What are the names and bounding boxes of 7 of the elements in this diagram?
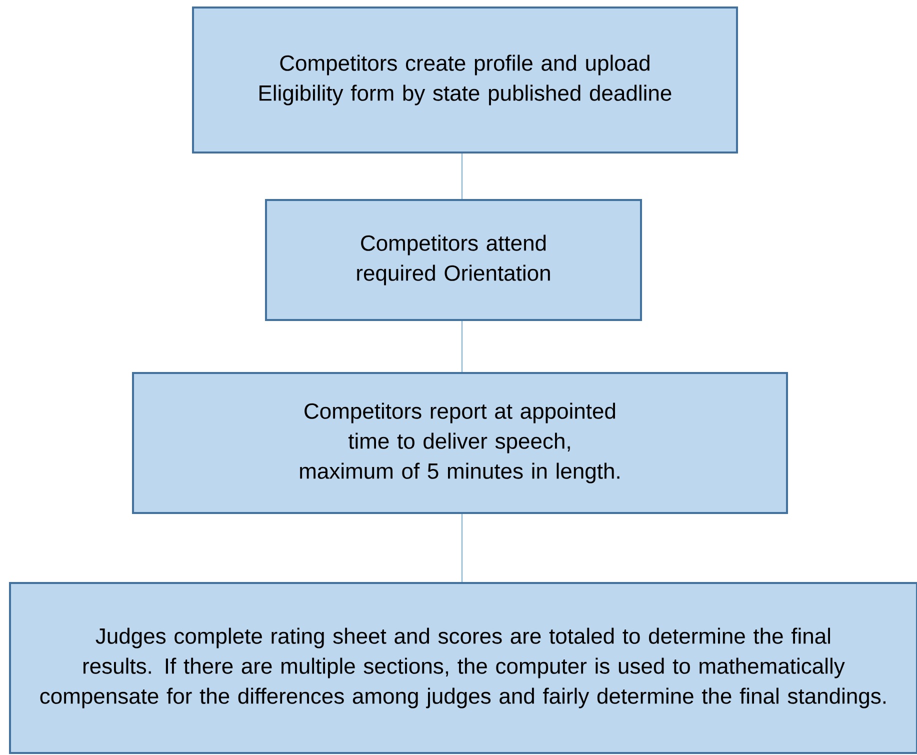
process-box: Competitors create profile and upload Eligibility form by state published deadline: [192, 6, 738, 154]
process-box: Competitors attend required Orientation: [265, 199, 642, 321]
connector-line: [461, 154, 463, 199]
process-box: Competitors report at appointed time to deliver speech, maximum of 5 minutes in length.: [132, 372, 788, 514]
connector-line: [461, 514, 463, 582]
connector-line: [461, 321, 463, 372]
process-box: Judges complete rating sheet and scores are totaled to determine the final results. If there are multiple sections, the computer is used to mathematically compensate for the differences among judges and fairly determine the final standings.: [9, 582, 917, 754]
